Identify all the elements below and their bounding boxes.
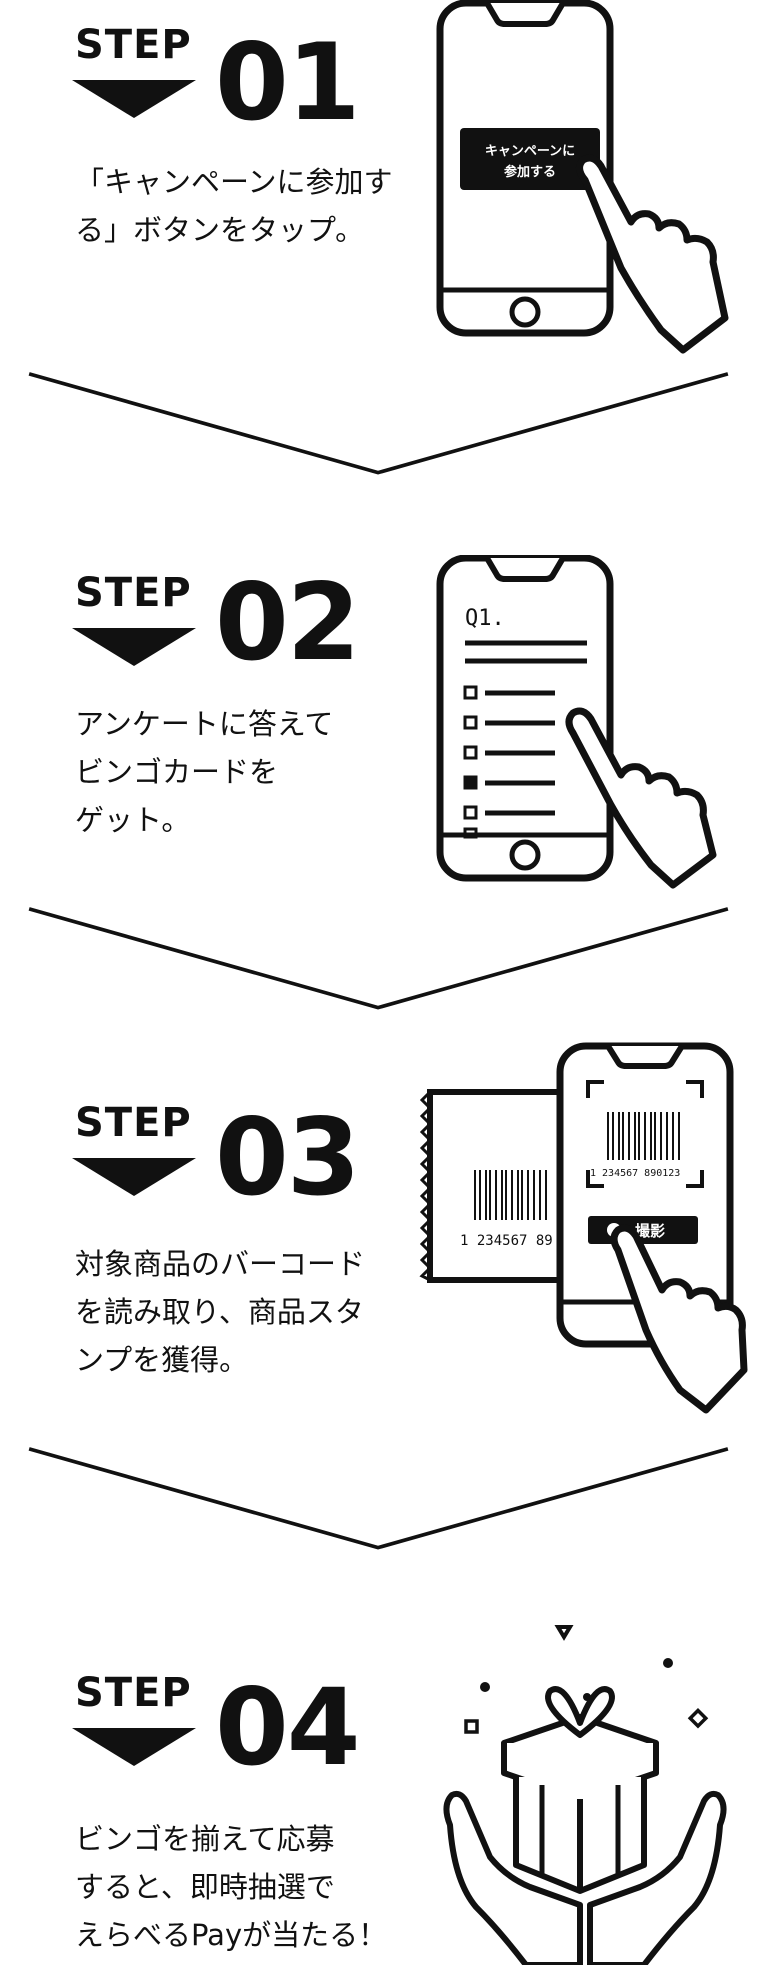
gift-hands-icon	[443, 1625, 727, 1965]
step-arrow-icon	[72, 80, 196, 118]
step-number: 03	[215, 1096, 361, 1219]
step-arrow-icon	[72, 1158, 196, 1196]
package-barcode-digits: 1 234567 89	[460, 1233, 553, 1249]
step-description: 対象商品のバーコード を読み取り、商品スタ ンプを獲得。	[75, 1247, 366, 1377]
step-description: アンケートに答えて ビンゴカードを ゲット。	[75, 707, 334, 837]
step-label: STEP	[75, 1100, 192, 1146]
section-divider	[28, 372, 729, 475]
barcode-scan-icon: 1 234567 89 1 234567 890123 撮影	[419, 1042, 748, 1414]
step-number: 04	[215, 1666, 361, 1789]
step-03: STEP 03 対象商品のバーコード を読み取り、商品スタ ンプを獲得。 1 2…	[0, 1040, 757, 1460]
phone-survey-icon: Q1.	[436, 555, 717, 889]
step-description: 「キャンペーンに参加す る」ボタンをタップ。	[75, 165, 393, 247]
phone-tap-icon: キャンペーンに 参加する	[436, 0, 729, 354]
step-number: 02	[215, 561, 361, 684]
shoot-button-text: 撮影	[635, 1222, 665, 1240]
step-04: STEP 04 ビンゴを揃えて応募 すると、即時抽選で えらべるPayが当たる！	[0, 1595, 757, 1983]
step-number: 01	[215, 21, 361, 144]
section-divider	[28, 907, 729, 1010]
join-button-text-line2: 参加する	[504, 164, 556, 180]
step-label: STEP	[75, 570, 192, 616]
step-arrow-icon	[72, 1728, 196, 1766]
step-label: STEP	[75, 1670, 192, 1716]
step-description: ビンゴを揃えて応募 すると、即時抽選で えらべるPayが当たる！	[75, 1822, 388, 1952]
step-arrow-icon	[72, 628, 196, 666]
join-button-text-line1: キャンペーンに	[485, 144, 575, 159]
question-label: Q1.	[465, 606, 505, 631]
step-01: STEP 01 「キャンペーンに参加す る」ボタンをタップ。 キャンペーンに 参…	[0, 0, 757, 380]
step-02: STEP 02 アンケートに答えて ビンゴカードを ゲット。 Q1.	[0, 530, 757, 910]
step-label: STEP	[75, 22, 192, 68]
section-divider	[28, 1447, 729, 1550]
screen-barcode-digits: 1 234567 890123	[590, 1168, 680, 1179]
